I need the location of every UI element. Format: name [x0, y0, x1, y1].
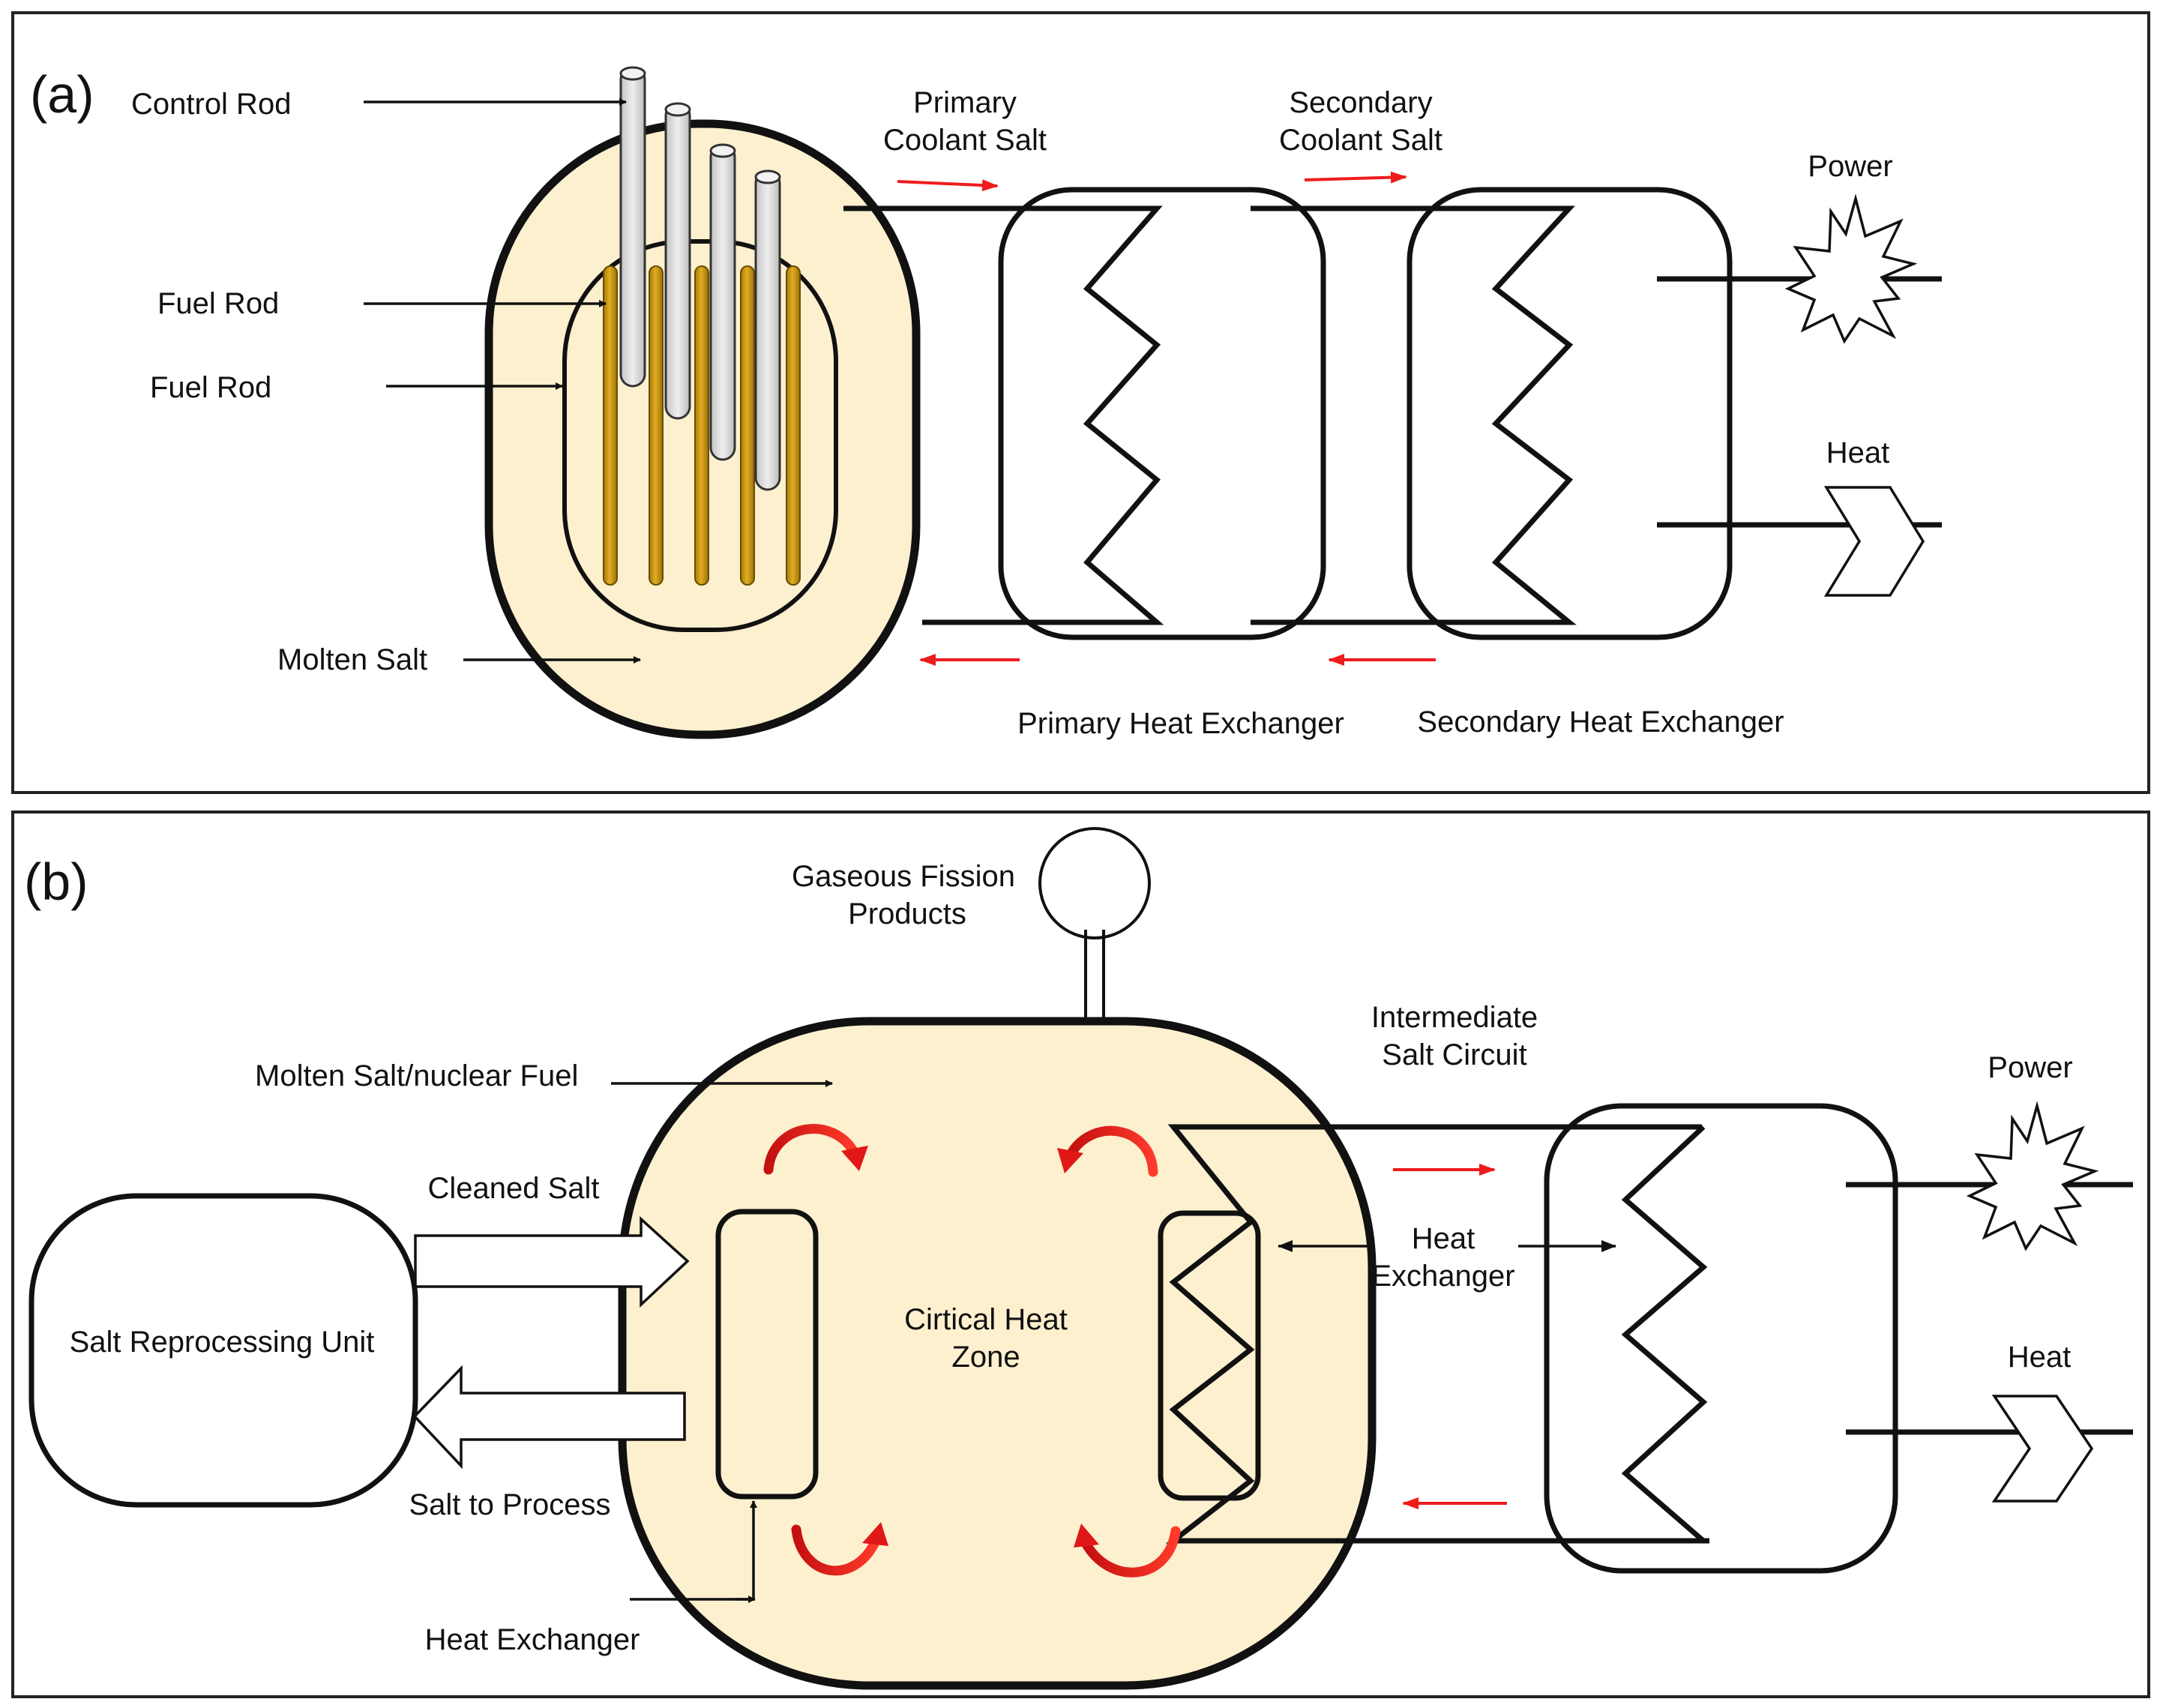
flow-arrow-right: [897, 179, 999, 192]
secondary-coolant-label-1: Secondary: [1289, 86, 1432, 119]
molten-salt-label: Molten Salt: [277, 643, 427, 676]
primary-heat-exchanger: [998, 187, 1326, 640]
fuel-rod: [603, 265, 618, 586]
panel-b-tag: (b): [24, 853, 88, 911]
primary-hx-label: Primary Heat Exchanger: [1017, 707, 1344, 740]
panel-b: (b) Gaseous Fission Products Molten Salt…: [11, 811, 2150, 1698]
fuel-rod: [786, 265, 801, 586]
fuel-rods: [603, 265, 801, 586]
control-rods: [619, 66, 781, 491]
heat-chevron-icon-b: [1991, 1395, 2094, 1503]
reactor-vessel-b: [618, 1017, 1377, 1690]
hx-right-label-2: Exchanger: [1371, 1260, 1514, 1293]
fuel-rod: [649, 265, 664, 586]
intermediate-label-1: Intermediate: [1371, 1001, 1538, 1034]
swirl-arrow-bottom-left: [791, 1522, 888, 1576]
panel-a: (a) Control Rod Fuel Rod Fuel R: [11, 11, 2150, 794]
control-rod-cap: [619, 66, 646, 81]
secondary-heat-exchanger: [1407, 187, 1733, 640]
control-rod: [619, 66, 646, 388]
swirl-arrow-top-right: [1057, 1125, 1158, 1177]
heat-label: Heat: [1826, 436, 1890, 469]
fuel-rod-label-1: Fuel Rod: [157, 287, 279, 320]
gas-collector: [1038, 827, 1151, 939]
inner-heat-exchanger-left: [715, 1209, 819, 1500]
control-rod-cap: [709, 143, 736, 158]
inner-heat-exchanger-right: [1158, 1210, 1261, 1501]
panel-a-tag: (a): [30, 65, 94, 124]
control-rod-cap: [664, 102, 691, 117]
cleaned-salt-arrow: [414, 1216, 690, 1308]
power-burst-icon: [1784, 193, 1918, 344]
power-burst-icon-b: [1966, 1101, 2099, 1251]
gaseous-label-1: Gaseous Fission: [792, 860, 1015, 893]
intermediate-label-2: Salt Circuit: [1382, 1038, 1526, 1071]
fuel-rod: [740, 265, 755, 586]
control-rod-cap: [754, 169, 781, 184]
molten-fuel-label: Molten Salt/nuclear Fuel: [255, 1059, 578, 1092]
salt-reprocessing-unit: [28, 1193, 418, 1508]
heat-exchanger-bottom-label: Heat Exchanger: [425, 1623, 640, 1656]
panel-a-frame: [11, 11, 2150, 794]
intermediate-loop-coil-inner: [1165, 1124, 1709, 1544]
fuel-rod: [694, 265, 709, 586]
power-label-b: Power: [1988, 1051, 2072, 1084]
fuel-rod-label-2: Fuel Rod: [150, 371, 271, 404]
intermediate-hx-coil: [1621, 1125, 1708, 1543]
primary-coolant-label-1: Primary: [913, 86, 1017, 119]
swirl-arrow-top-left: [763, 1124, 868, 1175]
control-rod-label: Control Rod: [131, 88, 291, 121]
reprocessing-label: Salt Reprocessing Unit: [70, 1326, 375, 1359]
control-rod: [664, 102, 691, 420]
primary-hx-coil: [843, 205, 1164, 625]
intermediate-heat-exchanger: [1544, 1103, 1898, 1574]
control-rod: [754, 169, 781, 491]
critical-zone-label-2: Zone: [951, 1341, 1020, 1374]
heat-chevron-icon: [1823, 486, 1925, 597]
hx-right-label-1: Heat: [1412, 1222, 1475, 1255]
secondary-coolant-label-2: Coolant Salt: [1279, 124, 1442, 157]
salt-to-process-arrow: [412, 1365, 686, 1470]
critical-zone-label-1: Cirtical Heat: [904, 1303, 1068, 1336]
primary-coolant-label-2: Coolant Salt: [883, 124, 1047, 157]
control-rod: [709, 143, 736, 461]
swirl-arrow-bottom-right: [1074, 1524, 1181, 1578]
circulation-arrows: [763, 1124, 1181, 1578]
cleaned-salt-label: Cleaned Salt: [427, 1172, 599, 1205]
salt-to-process-label: Salt to Process: [409, 1488, 610, 1521]
flow-arrow-right: [1304, 171, 1407, 184]
power-label: Power: [1808, 150, 1892, 183]
secondary-hx-label: Secondary Heat Exchanger: [1417, 706, 1784, 739]
heat-label-b: Heat: [2008, 1341, 2072, 1374]
secondary-hx-coil: [1251, 205, 1577, 625]
gaseous-label-2: Products: [848, 897, 966, 930]
